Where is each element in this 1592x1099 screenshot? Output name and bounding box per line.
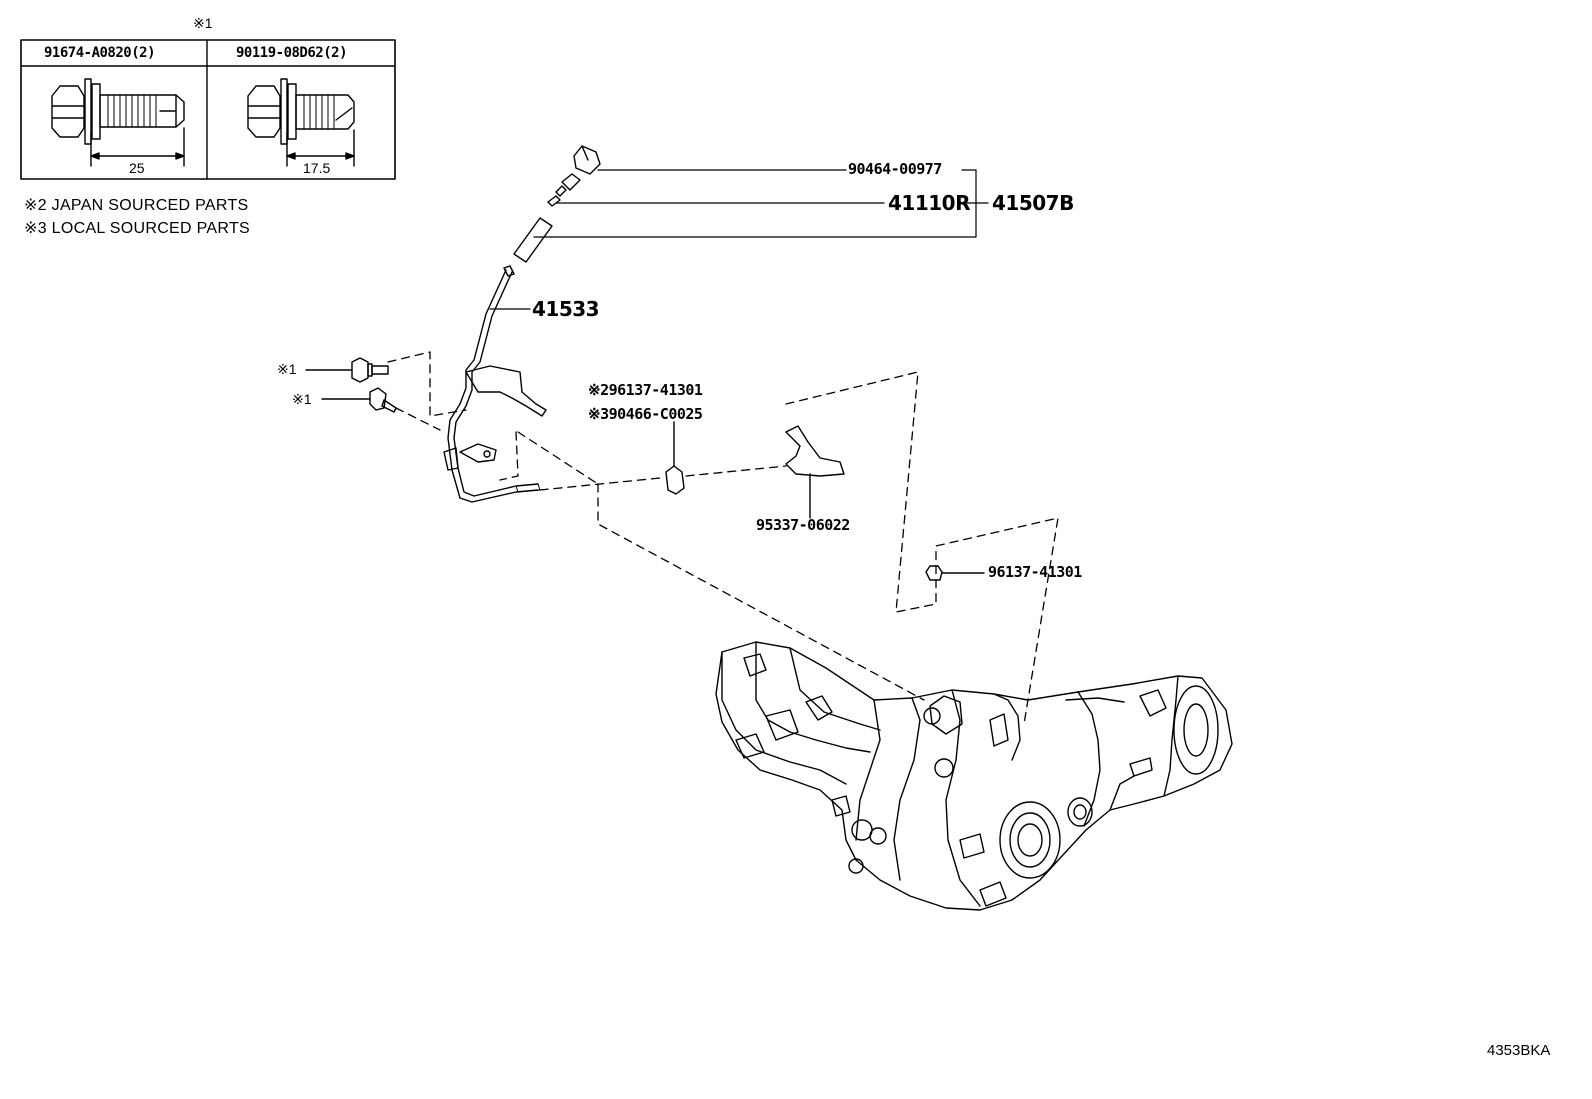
inset-part-2-label: 90119-08D62(2) [236,45,348,61]
flange-bolt-short-drawing [247,78,355,167]
note-japan-sourced: ※2 JAPAN SOURCED PARTS [24,197,249,214]
callout-41507B: 41507B [992,191,1074,215]
callout-bolt-b: ※1 [292,391,312,407]
differential-carrier-drawing [715,641,1233,911]
clamp-drawing [665,421,685,495]
breather-plug-drawing [547,145,601,207]
callout-41110R: 41110R [888,191,970,215]
callout-90464-00977: 90464-00977 [848,160,942,178]
breather-tube-drawing [443,265,547,503]
hose-drawing [785,425,845,519]
callout-clamp-japan: ※296137-41301 [588,381,703,399]
callout-bolt-a: ※1 [277,361,297,377]
leader-lines-top [533,169,989,238]
callout-95337-06022: 95337-06022 [756,516,850,534]
dashed-connectors [387,351,1059,725]
clamp-2-drawing [925,565,985,581]
callout-96137-41301: 96137-41301 [988,563,1082,581]
bolt-a-drawing [305,357,389,383]
note-local-sourced: ※3 LOCAL SOURCED PARTS [24,220,250,237]
bolt-b-drawing [321,387,397,413]
inset-dimension-2: 17.5 [303,160,331,176]
inset-part-1-label: 91674-A0820(2) [44,45,156,61]
callout-41533: 41533 [532,297,600,321]
flange-bolt-long-drawing [51,78,185,167]
inset-table [20,39,396,180]
inset-marker: ※1 [193,15,213,31]
inset-dimension-1: 25 [129,160,145,176]
breather-hose-drawing [513,217,553,263]
diagram-code: 4353BKA [1487,1042,1551,1059]
callout-clamp-local: ※390466-C0025 [588,405,703,423]
